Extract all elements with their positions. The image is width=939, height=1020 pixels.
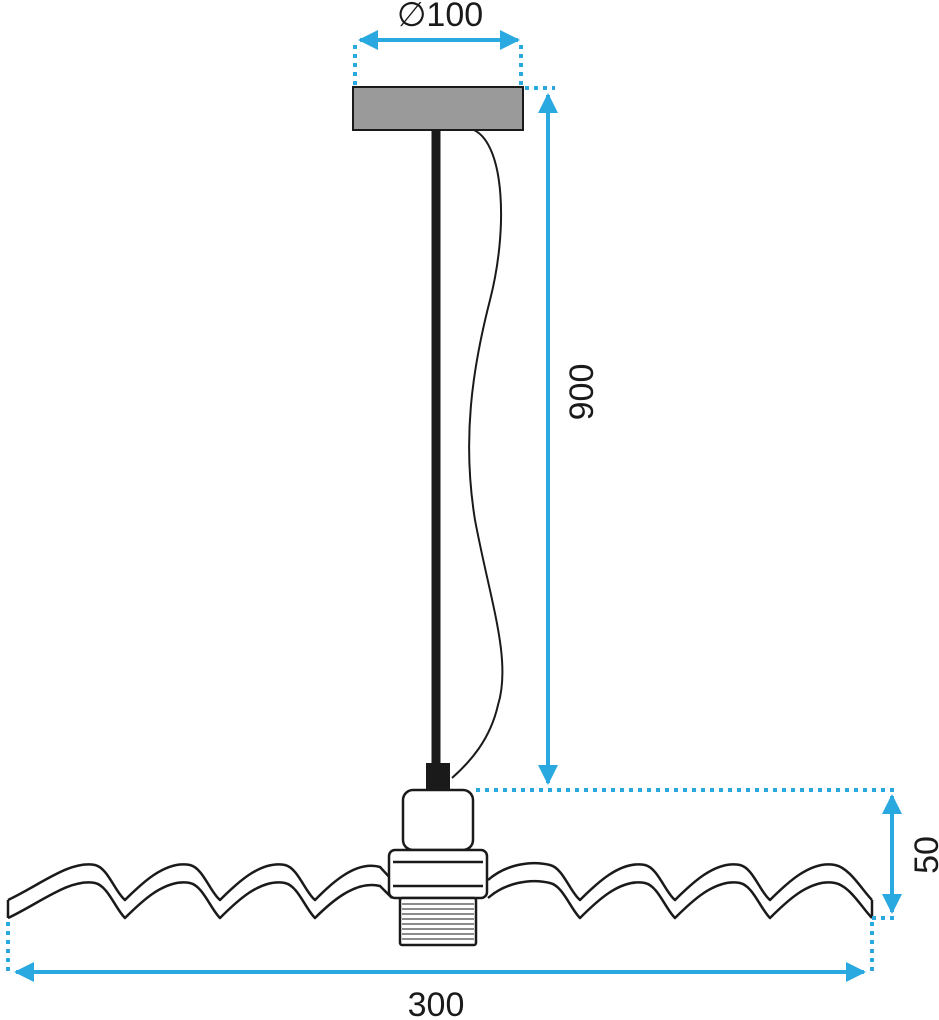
canopy-diameter-label: ∅100 [397, 0, 483, 34]
extension-lines [6, 45, 895, 975]
wavy-shade [6, 861, 874, 920]
shade-width-label: 300 [408, 986, 465, 1020]
ceiling-canopy [352, 86, 524, 131]
power-wire [451, 129, 504, 779]
socket-thread [402, 903, 474, 940]
cable-grip [426, 763, 450, 791]
lamp-socket [387, 788, 489, 947]
cable-length-label: 900 [563, 364, 601, 421]
socket-height-label: 50 [908, 836, 939, 874]
